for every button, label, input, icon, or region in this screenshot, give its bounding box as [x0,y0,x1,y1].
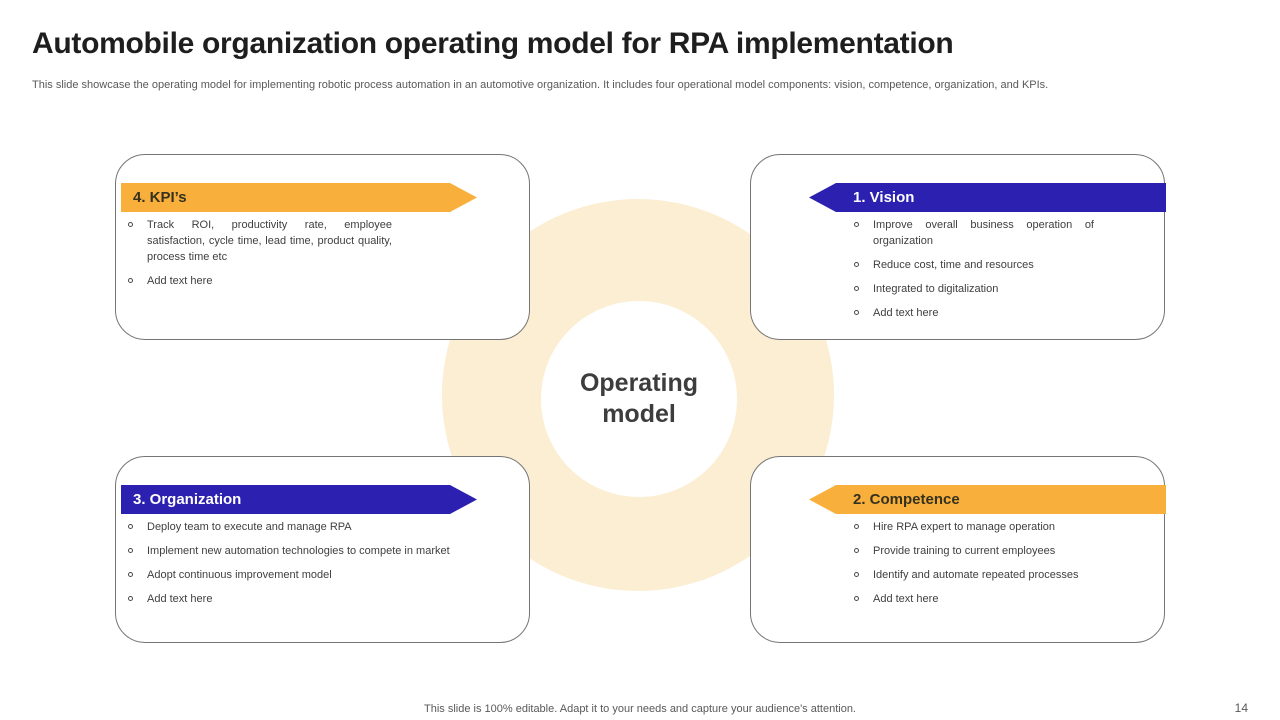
bullet-text: Hire RPA expert to manage operation [873,521,1056,533]
box-competence: 2. Competence Hire RPA expert to manage … [750,456,1166,643]
bullet-icon [854,310,859,315]
bullet-text: Add text here [147,593,213,605]
page-title: Automobile organization operating model … [32,27,954,60]
bullet-icon [854,572,859,577]
bullet-icon [128,548,133,553]
bullet-list-organization: Deploy team to execute and manage RPA Im… [128,519,471,615]
bullet-text: Implement new automation technologies to… [147,545,450,557]
bullet-list-vision: Improve overall business operation of or… [854,217,1094,329]
banner-competence: 2. Competence [809,485,1166,514]
list-item: Provide training to current employees [854,543,1122,559]
center-label: Operating model [579,369,699,428]
bullet-icon [854,222,859,227]
bullet-text: Add text here [873,593,939,605]
bullet-text: Identify and automate repeated processes [873,569,1079,581]
list-item: Reduce cost, time and resources [854,257,1094,273]
list-item: Adopt continuous improvement model [128,567,471,583]
bullet-text: Deploy team to execute and manage RPA [147,521,352,533]
banner-vision: 1. Vision [809,183,1166,212]
bullet-icon [854,262,859,267]
list-item: Identify and automate repeated processes [854,567,1122,583]
bullet-icon [854,548,859,553]
bullet-text: Add text here [147,275,213,287]
bullet-icon [128,222,133,227]
bullet-list-kpis: Track ROI, productivity rate, employee s… [128,217,392,297]
bullet-text: Improve overall business operation of or… [873,219,1094,247]
bullet-icon [128,596,133,601]
box-heading: 1. Vision [853,189,915,206]
slide-subtitle: This slide showcase the operating model … [32,79,1049,91]
box-heading: 2. Competence [853,491,960,508]
bullet-icon [854,286,859,291]
list-item: Deploy team to execute and manage RPA [128,519,471,535]
list-item: Track ROI, productivity rate, employee s… [128,217,392,265]
banner-organization: 3. Organization [121,485,477,514]
box-vision: 1. Vision Improve overall business opera… [750,154,1166,340]
box-kpis: 4. KPI’s Track ROI, productivity rate, e… [115,154,530,340]
bullet-text: Add text here [873,307,939,319]
bullet-icon [128,572,133,577]
footer-note: This slide is 100% editable. Adapt it to… [424,703,856,715]
box-heading: 3. Organization [133,491,242,508]
bullet-text: Track ROI, productivity rate, employee s… [147,219,392,263]
list-item: Hire RPA expert to manage operation [854,519,1122,535]
box-heading: 4. KPI’s [133,189,187,206]
box-organization: 3. Organization Deploy team to execute a… [115,456,530,643]
list-item: Improve overall business operation of or… [854,217,1094,249]
bullet-list-competence: Hire RPA expert to manage operation Prov… [854,519,1122,615]
list-item: Add text here [128,273,392,289]
list-item: Implement new automation technologies to… [128,543,471,559]
bullet-text: Reduce cost, time and resources [873,259,1034,271]
bullet-icon [854,524,859,529]
page-number: 14 [1234,701,1248,715]
bullet-text: Adopt continuous improvement model [147,569,332,581]
bullet-icon [128,524,133,529]
list-item: Add text here [854,305,1094,321]
list-item: Add text here [128,591,471,607]
center-circle: Operating model [541,301,737,497]
list-item: Integrated to digitalization [854,281,1094,297]
list-item: Add text here [854,591,1122,607]
bullet-text: Integrated to digitalization [873,283,999,295]
bullet-icon [128,278,133,283]
banner-kpis: 4. KPI’s [121,183,477,212]
bullet-text: Provide training to current employees [873,545,1056,557]
bullet-icon [854,596,859,601]
